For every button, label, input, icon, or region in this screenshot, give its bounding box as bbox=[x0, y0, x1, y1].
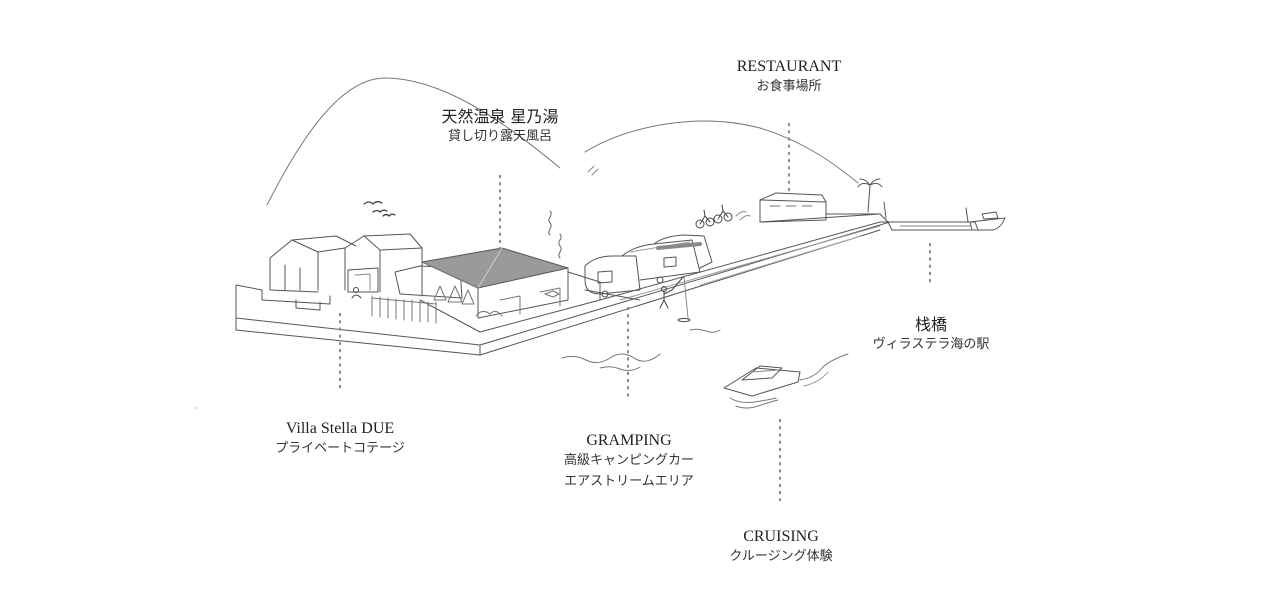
label-gramping-sub2: エアストリームエリア bbox=[564, 474, 694, 490]
label-villa: Villa Stella DUE プライベートコテージ bbox=[275, 418, 405, 457]
label-restaurant-sub: お食事場所 bbox=[756, 78, 822, 94]
cruiser-boat bbox=[723, 353, 849, 409]
restaurant-building bbox=[759, 192, 881, 223]
fisherman-figure bbox=[659, 275, 691, 322]
palm-tree-icon bbox=[857, 178, 883, 213]
label-pier: 栈橋 ヴィラステラ海の駅 bbox=[873, 314, 990, 353]
water-ripples bbox=[561, 328, 721, 372]
villa-cottages bbox=[261, 233, 463, 324]
leader-lines bbox=[338, 122, 932, 502]
label-restaurant-title: RESTAURANT bbox=[736, 58, 842, 75]
cyclist-icon bbox=[695, 204, 751, 229]
steam-icon bbox=[548, 210, 562, 259]
label-cruising-title: CRUISING bbox=[743, 528, 819, 545]
label-pier-title: 栈橋 bbox=[914, 315, 947, 334]
label-cruising-sub: クルージング体験 bbox=[729, 548, 833, 564]
label-villa-sub: プライベートコテージ bbox=[275, 440, 405, 456]
label-gramping: GRAMPING 高級キャンピングカー エアストリームエリア bbox=[564, 430, 694, 491]
label-gramping-title: GRAMPING bbox=[586, 432, 672, 449]
label-onsen: 天然温泉 星乃湯 貸し切り露天風呂 bbox=[441, 106, 558, 145]
boat-icon bbox=[965, 207, 1006, 231]
label-onsen-sub: 貸し切り露天風呂 bbox=[447, 128, 552, 144]
label-restaurant: RESTAURANT お食事場所 bbox=[737, 56, 842, 95]
mountain-right bbox=[584, 120, 859, 184]
label-pier-sub: ヴィラステラ海の駅 bbox=[872, 336, 990, 352]
mountain-left bbox=[266, 77, 561, 206]
label-gramping-sub: 高級キャンピングカー bbox=[563, 452, 695, 468]
label-cruising: CRUISING クルージング体験 bbox=[729, 526, 832, 565]
onsen-building bbox=[421, 247, 601, 319]
land-platform bbox=[235, 213, 891, 356]
airstream-trailers bbox=[584, 234, 713, 301]
bird-icon bbox=[363, 201, 396, 217]
pier-structure bbox=[883, 201, 979, 231]
label-onsen-title: 天然温泉 星乃湯 bbox=[441, 107, 559, 126]
label-villa-title: Villa Stella DUE bbox=[285, 420, 395, 437]
